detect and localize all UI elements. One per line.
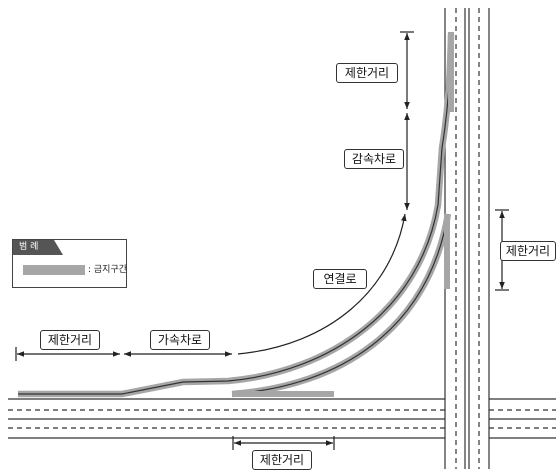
label-bottom-limit: 제한거리	[252, 450, 312, 470]
label-left-limit: 제한거리	[40, 330, 100, 350]
prohibited-zone-vertical-lower	[444, 214, 450, 289]
prohibited-zone-horizontal-right	[232, 391, 334, 397]
dimension-arrows	[15, 31, 509, 450]
label-top-limit: 제한거리	[336, 63, 398, 83]
legend-item-label: : 금지구간	[88, 265, 128, 275]
label-decel-lane: 감속차로	[344, 149, 404, 169]
legend-box: 범 례 : 금지구간	[12, 239, 127, 288]
label-connector: 연결로	[313, 269, 367, 289]
connector-inner-lane	[231, 213, 452, 398]
label-right-limit: 제한거리	[500, 241, 556, 261]
connector-inner-lane-edge	[231, 213, 449, 395]
legend-title: 범 례	[13, 240, 63, 255]
label-accel-lane: 가속차로	[150, 330, 210, 350]
legend-prohibited-swatch	[23, 265, 85, 275]
horizontal-road	[8, 398, 556, 439]
prohibited-zone-vertical-upper	[448, 32, 454, 112]
arrow-connector-curve	[237, 213, 407, 355]
